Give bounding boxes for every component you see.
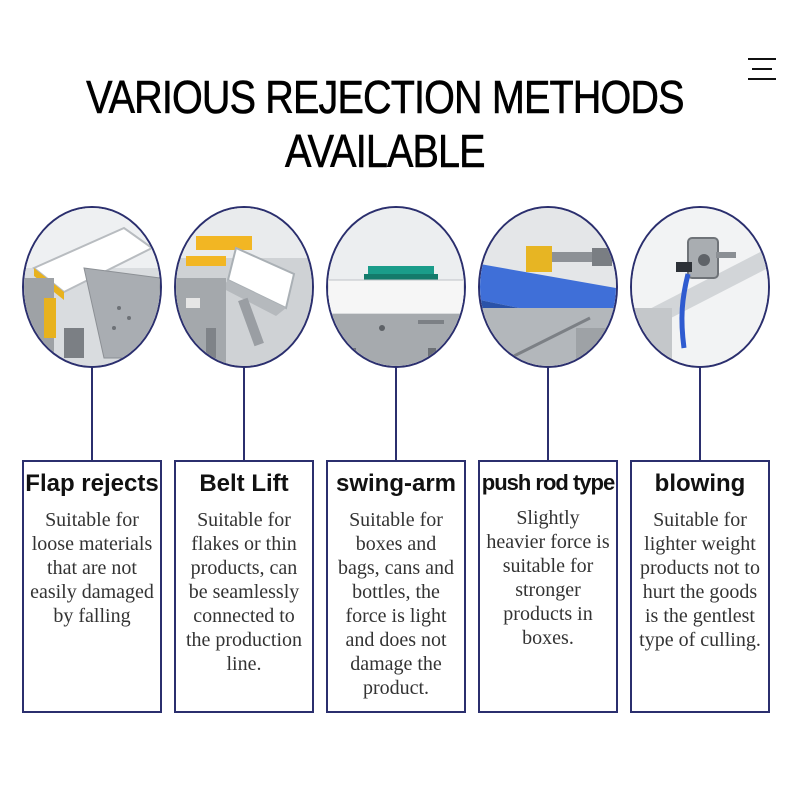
push-rod-machine-image [478,206,618,368]
method-title: Belt Lift [199,470,289,497]
method-title: Flap rejects [25,470,159,497]
method-card: Flap rejects Suitable for loose material… [22,460,162,713]
method-title: swing-arm [335,470,457,497]
connector-line [243,366,245,460]
page-title: VARIOUS REJECTION METHODS AVAILABLE [86,71,685,178]
hamburger-menu-icon[interactable] [748,56,778,82]
method-card: swing-arm Suitable for boxes and bags, c… [326,460,466,713]
flap-reject-machine-image [22,206,162,368]
method-description: Suitable for boxes and bags, cans and bo… [337,509,455,699]
method-card: push rod type Slightly heavier force is … [478,460,618,713]
method-swing-arm: swing-arm Suitable for boxes and bags, c… [326,0,470,800]
method-blowing: blowing Suitable for lighter weight prod… [630,0,774,800]
connector-line [91,366,93,460]
method-push-rod: push rod type Slightly heavier force is … [478,0,622,800]
connector-line [547,366,549,460]
method-belt-lift: Belt Lift Suitable for flakes or thin pr… [174,0,318,800]
method-title: blowing [654,470,746,497]
air-blowing-nozzle-image [630,206,770,368]
method-title: push rod type [481,470,615,495]
method-card: blowing Suitable for lighter weight prod… [630,460,770,713]
connector-line [395,366,397,460]
method-flap-rejects: Flap rejects Suitable for loose material… [22,0,166,800]
method-card: Belt Lift Suitable for flakes or thin pr… [174,460,314,713]
belt-lift-machine-image [174,206,314,368]
method-description: Slightly heavier force is suitable for s… [486,507,610,649]
method-description: Suitable for flakes or thin products, ca… [185,509,303,675]
method-description: Suitable for lighter weight products not… [639,509,761,651]
connector-line [699,366,701,460]
method-description: Suitable for loose materials that are no… [30,509,154,627]
swing-arm-machine-image [326,206,466,368]
